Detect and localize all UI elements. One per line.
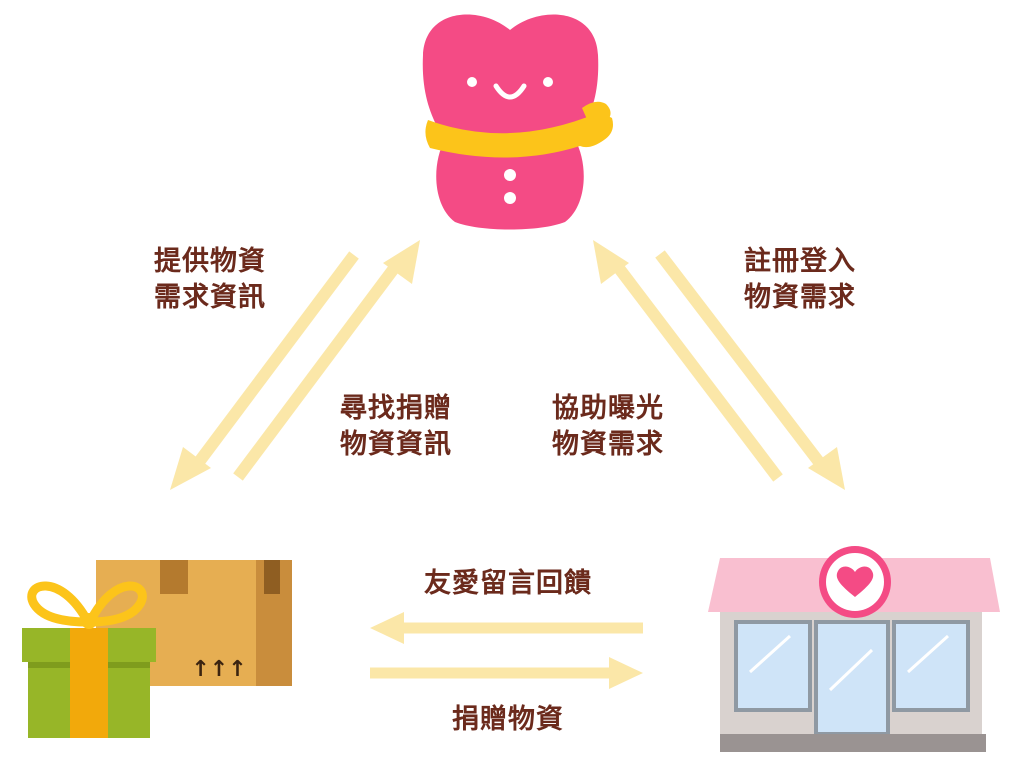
- label-provide-needs: 提供物資 需求資訊: [154, 244, 266, 316]
- arrow-platform-to-donor: [170, 251, 359, 490]
- label-line: 提供物資: [154, 246, 266, 277]
- label-line: 協助曝光: [552, 393, 664, 424]
- label-donate-supplies: 捐贈物資: [452, 704, 564, 735]
- arrow-donor-to-platform: [233, 240, 420, 481]
- heart-mascot-icon: [422, 14, 613, 230]
- box-mark: ↑↑↑: [191, 657, 246, 682]
- arrow-platform-to-institution: [655, 250, 845, 490]
- arrow-institution-to-donor: [370, 612, 643, 644]
- label-line: 註冊登入: [744, 246, 856, 277]
- gift-and-box-icon: ↑↑↑: [22, 560, 292, 738]
- arrows: [170, 240, 845, 689]
- arrow-donor-to-institution: [370, 657, 643, 689]
- label-find-donation-info: 尋找捐贈 物資資訊: [340, 391, 452, 463]
- label-help-expose-needs: 協助曝光 物資需求: [552, 391, 664, 463]
- label-line: 尋找捐贈: [340, 393, 452, 424]
- label-line: 需求資訊: [154, 282, 266, 313]
- label-line: 物資資訊: [340, 429, 452, 460]
- storefront-heart-icon: [708, 546, 1000, 752]
- label-feedback-message: 友愛留言回饋: [424, 568, 592, 599]
- label-line: 物資需求: [744, 282, 856, 313]
- label-line: 物資需求: [552, 429, 664, 460]
- arrow-institution-to-platform: [593, 240, 783, 482]
- label-register-needs: 註冊登入 物資需求: [744, 244, 856, 316]
